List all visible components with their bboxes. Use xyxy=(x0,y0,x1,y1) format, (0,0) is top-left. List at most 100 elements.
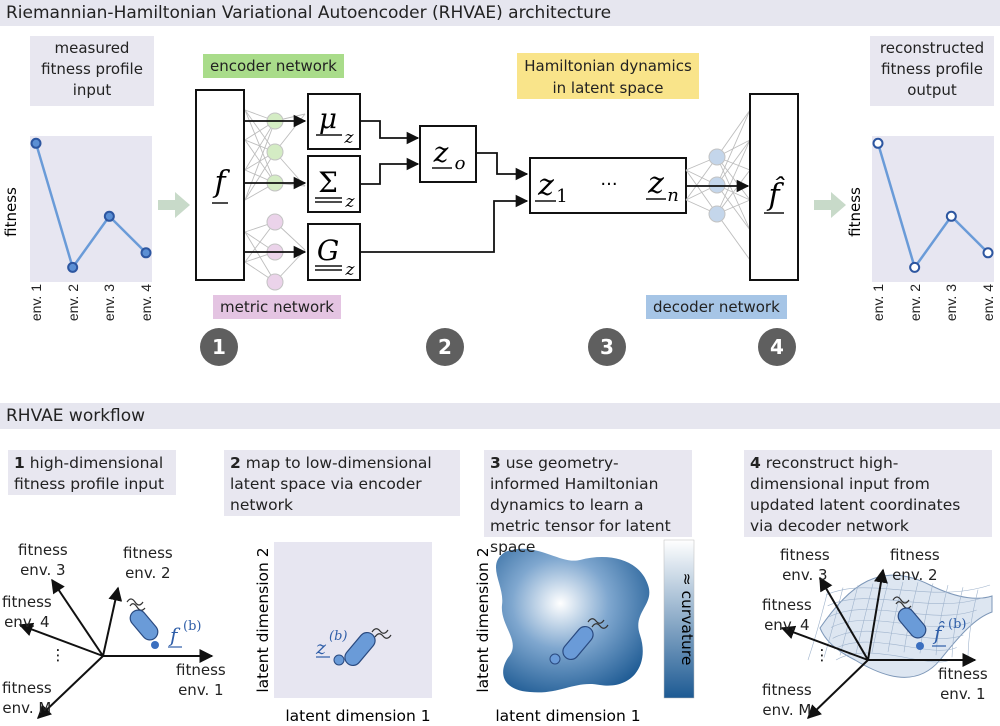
output-chart-ylabel: fitness xyxy=(846,187,864,237)
metric-node xyxy=(266,273,284,291)
workflow-step-1: 1 high-dimensional fitness profile input xyxy=(8,450,176,495)
latent-ylabel-2: latent dimension 2 xyxy=(254,547,272,692)
architecture-banner: Riemannian-Hamiltonian Variational Autoe… xyxy=(0,0,1000,26)
workflow-step-4: 4 reconstruct high-dimensional input fro… xyxy=(744,450,992,537)
decoder-mesh xyxy=(685,109,751,261)
curvature-colorbar xyxy=(663,539,695,699)
input-chart-point-2 xyxy=(67,261,79,273)
z0-node-box xyxy=(419,125,477,183)
mu-node-box xyxy=(307,93,361,150)
axis4-envM xyxy=(806,659,869,719)
profile-point-dot xyxy=(151,641,159,649)
z0-subscript: o xyxy=(455,153,466,174)
mesh-line xyxy=(951,587,964,658)
input-chart-point-1 xyxy=(30,137,42,149)
latent-xlabel-3: latent dimension 1 xyxy=(495,707,640,725)
mesh-line xyxy=(887,581,904,653)
profile-point-sup: (b) xyxy=(183,619,201,634)
input-chart-tick-1: env. 1 xyxy=(28,284,44,322)
sigma-symbol: Σ xyxy=(318,166,338,199)
mu-subscript: z xyxy=(344,128,355,148)
metric-node xyxy=(266,213,284,231)
output-chart-series-line xyxy=(876,142,989,271)
output-chart-tick-2: env. 2 xyxy=(906,284,923,322)
input-chart-point-3 xyxy=(103,210,115,222)
bacterium-icon xyxy=(562,618,609,661)
axis-env3 xyxy=(51,578,104,657)
input-chart-series-line xyxy=(34,142,147,271)
input-chart-ylabel: fitness xyxy=(2,187,20,237)
latent-ylabel-3: latent dimension 2 xyxy=(474,547,492,692)
output-label: reconstructed fitness profile output xyxy=(870,36,994,106)
bacterium-icon xyxy=(892,596,927,639)
axis4-env3 xyxy=(819,576,869,661)
curvature-blob xyxy=(495,548,650,693)
output-node-box xyxy=(749,93,799,281)
input-chart-tick-2: env. 2 xyxy=(64,284,81,322)
latent-point-sup: (b) xyxy=(329,629,347,644)
step-circle-4: 4 xyxy=(758,328,796,366)
step-circle-1: 1 xyxy=(200,328,238,366)
hamiltonian-tag: Hamiltonian dynamics in latent space xyxy=(517,53,699,99)
mesh-line xyxy=(834,641,957,651)
axis4-env4 xyxy=(780,625,869,661)
reconstructed-point-sup: (b) xyxy=(948,617,966,632)
mesh-line xyxy=(825,584,991,596)
metric-nodes xyxy=(266,213,284,291)
profile-point-label: f xyxy=(168,623,181,647)
output-chart-tick-3: env. 3 xyxy=(943,284,960,322)
z0-to-latent-arrow xyxy=(476,152,529,181)
axis4-env2 xyxy=(867,568,888,661)
axis-env2 xyxy=(102,586,123,657)
decoder-network-tag: decoder network xyxy=(646,295,787,319)
latent-point-label: z xyxy=(315,637,327,659)
input-node-box xyxy=(195,89,245,281)
bacterium-icon xyxy=(344,628,392,667)
latent-ellipsis: ··· xyxy=(600,174,617,195)
output-chart-point-2 xyxy=(909,261,921,273)
mesh-line xyxy=(823,587,844,658)
step-circle-2: 2 xyxy=(426,328,464,366)
workflow-banner: RHVAE workflow xyxy=(0,403,1000,429)
output-chart-panel xyxy=(872,136,994,282)
decoder-node xyxy=(708,176,726,194)
latent-space-panel xyxy=(274,542,432,698)
decoder-nodes xyxy=(708,148,726,223)
mesh-line xyxy=(835,652,951,663)
axis-env4 xyxy=(18,622,104,657)
metric-subscript: z xyxy=(345,260,356,280)
latent-point-dot-3 xyxy=(549,653,561,665)
sigma-to-z0-arrow xyxy=(360,157,420,185)
output-chart-point-1 xyxy=(872,137,884,149)
input-chart-panel xyxy=(30,136,152,282)
encoder-node xyxy=(266,143,284,161)
workflow-step-3: 3 use geometry-informed Hamiltonian dyna… xyxy=(484,450,692,556)
input-chart-tick-3: env. 3 xyxy=(101,284,118,322)
input-profile-chart xyxy=(30,136,152,282)
input-flow-arrow xyxy=(158,192,190,218)
colorbar-label: ≈ curvature xyxy=(678,573,696,666)
bacterium-icon xyxy=(126,598,159,641)
encoder-nodes xyxy=(266,112,284,192)
mesh-line xyxy=(855,583,874,654)
output-flow-arrow xyxy=(814,192,846,218)
zn-symbol: z xyxy=(647,166,664,201)
metric-symbol: G xyxy=(317,234,339,267)
metric-network-tag: metric network xyxy=(213,295,341,319)
axis-envM xyxy=(36,655,104,719)
axis-dots-1: ⋮ xyxy=(51,646,66,664)
axes3d-panel1 xyxy=(18,578,214,719)
zn-subscript: n xyxy=(667,185,679,206)
reconstructed-point-dot xyxy=(916,642,924,650)
z1-subscript: 1 xyxy=(556,186,567,207)
output-chart-tick-1: env. 1 xyxy=(870,284,886,322)
